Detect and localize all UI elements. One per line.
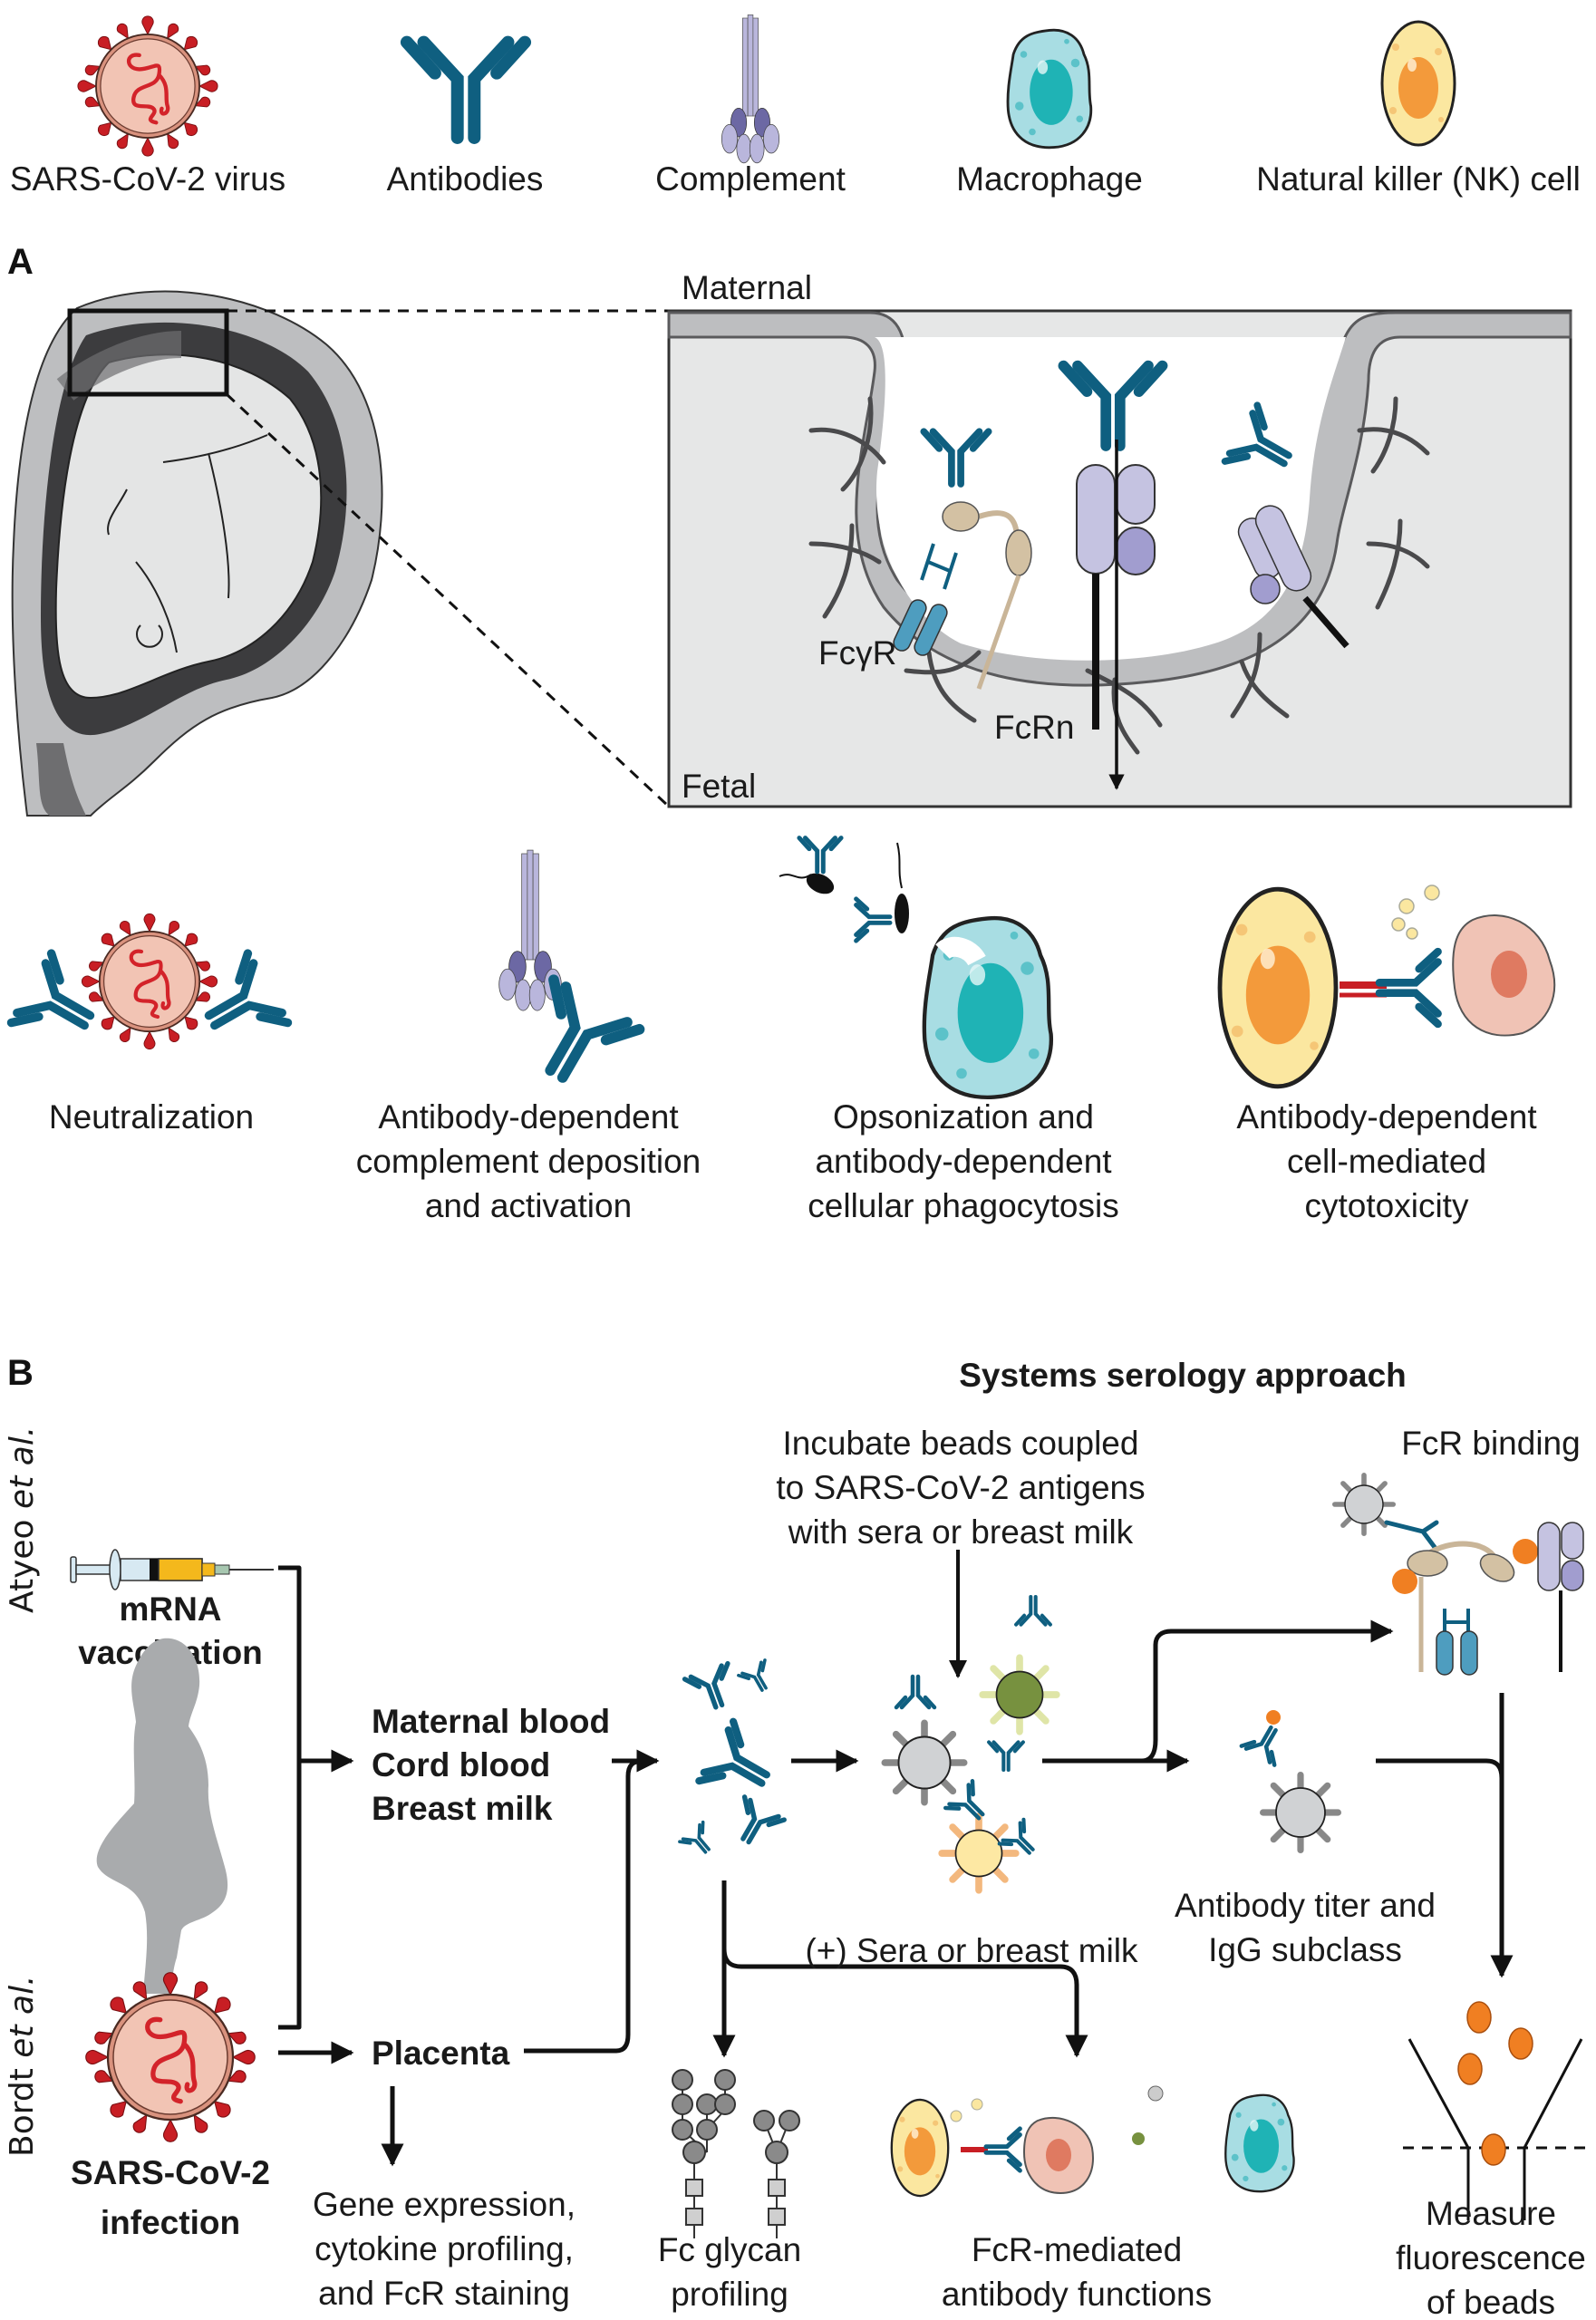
function-labels: Neutralization Antibody-dependent comple… (49, 1098, 1537, 1224)
function-label-adcc-line3: cytotoxicity (1305, 1187, 1469, 1224)
sars-cov-2-virus-icon (86, 1973, 256, 2142)
measure-label-line2: fluorescence (1396, 2239, 1586, 2276)
measure-label-line3: of beads (1427, 2284, 1555, 2320)
fcrn-label: FcRn (994, 709, 1074, 746)
fcgr-label: FcγR (818, 634, 896, 672)
function-label-adcd-line1: Antibody-dependent (378, 1098, 679, 1136)
antibody-pool (678, 1658, 784, 1862)
placenta-output-line2: cytokine profiling, (314, 2230, 574, 2267)
macrophage-icon (1006, 28, 1093, 150)
titer-label-line1: Antibody titer and (1175, 1887, 1436, 1924)
fcr-binding-illustration (1335, 1475, 1584, 1676)
measure-label-line1: Measure (1426, 2195, 1556, 2232)
zoom-region-box (67, 308, 229, 397)
antigen-beads (885, 1597, 1060, 1894)
legend-label-virus: SARS-CoV-2 virus (10, 160, 285, 198)
incubate-label-line1: Incubate beads coupled (783, 1425, 1139, 1462)
systems-serology-title: Systems serology approach (959, 1357, 1407, 1394)
sample-breast-milk: Breast milk (372, 1790, 553, 1827)
maternal-label: Maternal (682, 269, 812, 306)
fc-glycan-illustration (672, 2069, 800, 2239)
panel-b-letter: B (7, 1353, 34, 1393)
function-label-adcp-line3: cellular phagocytosis (808, 1187, 1118, 1224)
legend-label-complement: Complement (655, 160, 846, 198)
study-label-atyeo: Atyeo et al. (4, 1426, 41, 1613)
infection-label-line1: SARS-CoV-2 (71, 2154, 270, 2191)
fetal-label: Fetal (682, 768, 756, 805)
titer-illustration (1242, 1710, 1339, 1850)
placenta-output-line3: and FcR staining (318, 2275, 570, 2312)
nk-cell-icon (1380, 20, 1456, 147)
fcgr-receptor (893, 501, 1032, 690)
function-label-adcc-line1: Antibody-dependent (1236, 1098, 1537, 1136)
complement-icon (721, 14, 780, 164)
function-label-adcp-line1: Opsonization and (833, 1098, 1094, 1136)
fcr-functions-illustration (890, 2085, 1295, 2198)
sera-label: (+) Sera or breast milk (805, 1932, 1138, 1969)
legend-label-macrophage: Macrophage (956, 160, 1143, 198)
function-label-adcd-line2: complement deposition (356, 1143, 701, 1180)
function-label-neutralization: Neutralization (49, 1098, 254, 1136)
function-complement (498, 849, 640, 1098)
legend: SARS-CoV-2 virus Antibodies Complement M… (10, 14, 1581, 198)
fcr-functions-label-line2: antibody functions (942, 2276, 1212, 2313)
syringe-icon (70, 1549, 274, 1590)
uterus-illustration (11, 290, 671, 817)
complement-receptor (1237, 505, 1349, 649)
sars-cov-2-virus-icon (78, 16, 218, 156)
sample-maternal-blood: Maternal blood (372, 1703, 610, 1740)
antibody-icon (1379, 952, 1438, 1024)
placenta-label: Placenta (372, 2035, 510, 2072)
svg-text:Atyeo et al.: Atyeo et al. (4, 1426, 41, 1613)
incubate-label-line2: to SARS-CoV-2 antigens (776, 1469, 1145, 1506)
legend-label-antibodies: Antibodies (387, 160, 544, 198)
flow-cytometer-illustration (1403, 2001, 1586, 2220)
incubate-label-line3: with sera or breast milk (788, 1513, 1134, 1551)
fcrn-receptor (1076, 440, 1156, 790)
function-label-adcp-line2: antibody-dependent (815, 1143, 1112, 1180)
function-label-adcc-line2: cell-mediated (1287, 1143, 1486, 1180)
function-adcc (1220, 884, 1556, 1087)
pregnant-woman-icon (96, 1638, 228, 1994)
flow-arrows (278, 1550, 1514, 2167)
function-label-adcd-line3: and activation (425, 1187, 632, 1224)
placenta-detail: Maternal Fetal FcγR FcRn (667, 269, 1572, 808)
panel-a-letter: A (7, 242, 34, 282)
fcr-binding-label: FcR binding (1401, 1425, 1580, 1462)
sample-cord-blood: Cord blood (372, 1746, 550, 1784)
svg-text:Bordt et al.: Bordt et al. (4, 1975, 41, 2157)
fcr-functions-label-line1: FcR-mediated (972, 2231, 1182, 2268)
vaccination-label-line1: mRNA (119, 1590, 221, 1628)
function-phagocytosis (779, 838, 1051, 1097)
antibody-icon (407, 43, 525, 138)
placenta-output-line1: Gene expression, (313, 2186, 576, 2223)
function-neutralization (11, 914, 287, 1055)
glycan-label-line2: profiling (671, 2276, 788, 2313)
infection-label-line2: infection (101, 2204, 240, 2241)
glycan-label-line1: Fc glycan (658, 2231, 801, 2268)
study-label-bordt: Bordt et al. (4, 1975, 41, 2157)
legend-label-nk-cell: Natural killer (NK) cell (1256, 160, 1581, 198)
zoom-dashed-line-bottom (225, 392, 671, 808)
titer-label-line2: IgG subclass (1208, 1931, 1402, 1968)
